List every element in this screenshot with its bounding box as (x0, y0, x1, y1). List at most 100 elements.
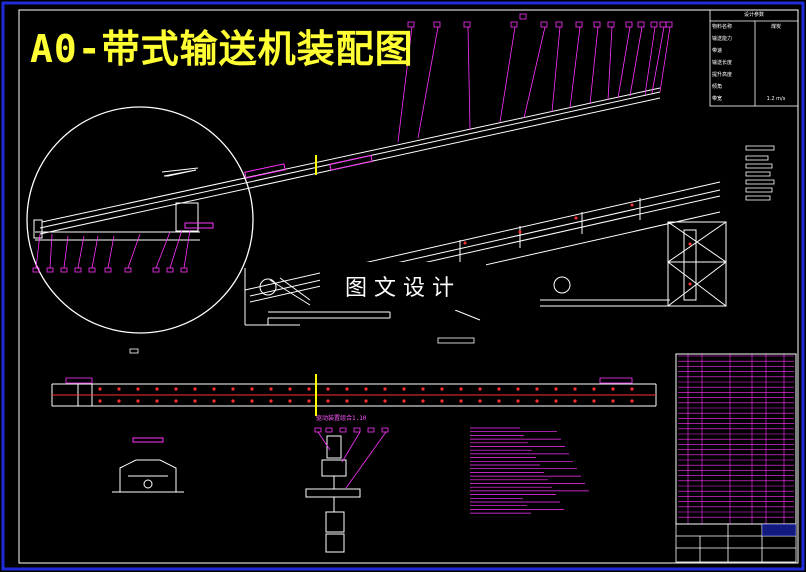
spec-row: 输送长度 (710, 57, 798, 70)
drive-unit-note: 驱动装置组合1.10 (316, 415, 367, 422)
idler-mark (497, 399, 501, 403)
top-label-boxes (407, 13, 673, 28)
idler-mark (459, 387, 463, 391)
spec-key: 倾角 (712, 84, 723, 90)
idler-mark (307, 387, 311, 391)
idler-mark (345, 399, 349, 403)
idler-mark (326, 387, 330, 391)
spec-row: 倾角 (710, 81, 798, 94)
idler-mark (345, 387, 349, 391)
drive-unit (305, 435, 361, 553)
idler-mark (326, 399, 330, 403)
tail-support-tower (667, 221, 727, 307)
idler-mark (478, 387, 482, 391)
small-label-box (129, 348, 139, 354)
idler-mark (269, 387, 273, 391)
spec-key: 带宽 (712, 96, 723, 102)
idler-mark (250, 399, 254, 403)
spec-key: 提升高度 (712, 72, 733, 78)
top-leader-lines (397, 26, 671, 143)
spec-table-grid (709, 9, 799, 107)
spec-value: 煤炭 (770, 24, 781, 30)
bill-of-materials (678, 354, 794, 524)
idler-cross-section (112, 437, 184, 493)
idler-mark (421, 399, 425, 403)
idler-mark (155, 387, 159, 391)
spec-row: 物料名称 煤炭 (710, 21, 798, 34)
idler-mark (155, 399, 159, 403)
idler-mark (136, 399, 140, 403)
idler-mark (478, 399, 482, 403)
idler-mark (288, 399, 292, 403)
idler-mark (440, 399, 444, 403)
idler-mark (573, 387, 577, 391)
spec-key: 带速 (712, 48, 723, 54)
idler-mark (630, 387, 634, 391)
idler-mark (364, 387, 368, 391)
idler-mark (592, 387, 596, 391)
spec-row: 带宽 1.2 m/s (710, 93, 798, 106)
spec-row: 输送能力 (710, 33, 798, 46)
idler-mark (383, 387, 387, 391)
idler-mark (193, 387, 197, 391)
idler-mark (212, 387, 216, 391)
spec-row: 带速 (710, 45, 798, 58)
drawing-title: A0-带式输送机装配图 (30, 27, 414, 71)
idler-mark (250, 387, 254, 391)
title-block-accent (762, 524, 796, 536)
idler-mark (193, 399, 197, 403)
idler-mark (592, 399, 596, 403)
idler-mark (288, 387, 292, 391)
idler-mark (364, 399, 368, 403)
idler-mark (269, 399, 273, 403)
idler-mark (231, 399, 235, 403)
spec-key: 物料名称 (712, 24, 733, 30)
watermark-text: 图文设计 (320, 262, 486, 310)
idler-mark (136, 387, 140, 391)
circle-leader-lines (32, 229, 191, 273)
spec-key: 输送长度 (712, 60, 733, 66)
spec-table-header: 设计参数 (743, 12, 764, 18)
idler-mark (440, 387, 444, 391)
idler-mark (516, 399, 520, 403)
idler-mark (554, 387, 558, 391)
idler-mark (174, 399, 178, 403)
idler-mark (98, 399, 102, 403)
inner-frame (18, 9, 799, 564)
spec-key: 输送能力 (712, 36, 733, 42)
spec-table: 设计参数 物料名称 煤炭 输送能力 带速 输送长度 提升高度 倾角 带宽 1.2… (710, 10, 798, 106)
idler-mark (573, 399, 577, 403)
side-legend-stack (745, 145, 775, 201)
mid-label-box (437, 337, 475, 344)
plan-view-idlers (98, 387, 634, 403)
spec-value: 1.2 m/s (766, 96, 786, 102)
idler-mark (554, 399, 558, 403)
idler-mark (535, 387, 539, 391)
idler-mark (231, 387, 235, 391)
upper-conveyor-details (184, 154, 373, 229)
idler-mark (174, 387, 178, 391)
idler-mark (212, 399, 216, 403)
idler-mark (421, 387, 425, 391)
idler-mark (307, 399, 311, 403)
idler-mark (383, 399, 387, 403)
technical-notes (470, 427, 589, 514)
idler-mark (402, 399, 406, 403)
detail-circle (26, 106, 254, 334)
middle-view-marks (463, 203, 692, 286)
idler-mark (117, 387, 121, 391)
idler-mark (98, 387, 102, 391)
idler-mark (611, 399, 615, 403)
idler-mark (630, 399, 634, 403)
plan-view-ends (65, 377, 633, 384)
spec-row: 提升高度 (710, 69, 798, 82)
idler-mark (497, 387, 501, 391)
drive-unit-details (314, 427, 389, 489)
idler-mark (611, 387, 615, 391)
idler-mark (535, 399, 539, 403)
idler-mark (516, 387, 520, 391)
idler-mark (459, 399, 463, 403)
idler-mark (117, 399, 121, 403)
